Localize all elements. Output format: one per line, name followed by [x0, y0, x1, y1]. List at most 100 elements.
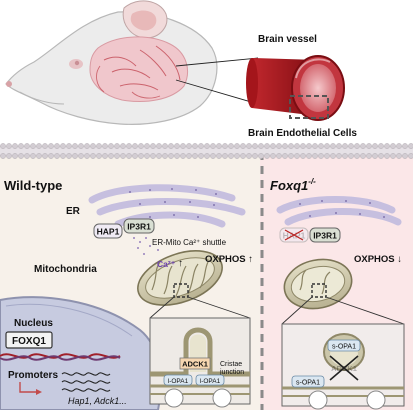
membrane-bead	[210, 143, 216, 149]
membrane-bead	[42, 153, 48, 159]
dna-strand-1	[0, 353, 121, 359]
membrane-bead	[240, 153, 246, 159]
membrane-bead	[186, 153, 192, 159]
calcium-ions-left	[133, 237, 159, 255]
ip3r1-box-left	[123, 218, 155, 234]
membrane-bead	[408, 153, 413, 159]
membrane-bead	[348, 153, 354, 159]
membrane-bead	[234, 143, 240, 149]
ip3r1-label-right: IP3R1	[313, 231, 337, 241]
nucleus-label: Nucleus	[14, 318, 53, 329]
membrane-bead	[396, 143, 402, 149]
lopa1-label-a: l-OPA1	[168, 378, 189, 385]
membrane-bead	[84, 143, 90, 149]
membrane-bead	[72, 153, 78, 159]
membrane-bead	[84, 153, 90, 159]
membrane-bead	[30, 153, 36, 159]
cristae-label-1: Cristae	[220, 361, 242, 368]
membrane-bead	[102, 143, 108, 149]
membrane-bead	[66, 153, 72, 159]
cristae-label-2: junction	[219, 369, 244, 376]
membrane-bead	[18, 153, 24, 159]
membrane-bead	[96, 153, 102, 159]
membrane-bead	[294, 143, 300, 149]
membrane-bead	[372, 143, 378, 149]
membrane-bead	[270, 153, 276, 159]
calcium-label: Ca²⁺	[157, 259, 176, 269]
membrane-bead	[366, 153, 372, 159]
mitochondria-label: Mitochondria	[34, 264, 97, 275]
membrane-bead	[78, 143, 84, 149]
membrane-bead	[132, 143, 138, 149]
membrane-bead	[222, 153, 228, 159]
membrane-bead	[276, 143, 282, 149]
adck1-label-right: ADCK1	[331, 364, 357, 373]
membrane-bead	[6, 153, 12, 159]
er-mito-shuttle-label: ER-Mito Ca²⁺ shuttle	[152, 238, 227, 247]
membrane-bead	[144, 153, 150, 159]
membrane-beads	[0, 143, 413, 159]
mito-zoom-box-right	[311, 283, 327, 298]
membrane-bead	[90, 143, 96, 149]
membrane-bead	[156, 143, 162, 149]
membrane-bead	[30, 143, 36, 149]
hap1-loss-cross	[284, 229, 304, 241]
membrane-bead	[252, 143, 258, 149]
membrane-bead	[324, 153, 330, 159]
brain-vessel-illustration	[246, 55, 345, 121]
membrane-bead	[276, 153, 282, 159]
membrane-bead	[348, 143, 354, 149]
sopa1-box-bottom	[291, 375, 325, 388]
er-label-left: ER	[66, 206, 81, 217]
membrane-bead	[132, 153, 138, 159]
membrane-bead	[312, 143, 318, 149]
membrane-bead	[336, 143, 342, 149]
membrane-bead	[72, 143, 78, 149]
membrane-bead	[120, 143, 126, 149]
mito-zoom-box-left	[173, 283, 189, 298]
membrane-bead	[390, 153, 396, 159]
lopa1-label-b: l-OPA1	[200, 378, 221, 385]
membrane-bead	[162, 153, 168, 159]
membrane-bead	[120, 153, 126, 159]
membrane-bead	[378, 153, 384, 159]
mouse-head-illustration	[5, 0, 259, 125]
membrane-bead	[330, 153, 336, 159]
lopa1-box-a	[163, 374, 193, 386]
wild-type-title: Wild-type	[4, 178, 62, 193]
membrane-bead	[168, 143, 174, 149]
membrane-bead	[342, 153, 348, 159]
er-right	[276, 196, 402, 226]
membrane-bead	[36, 153, 42, 159]
membrane-bead	[180, 153, 186, 159]
membrane-bead	[312, 153, 318, 159]
membrane-bead	[378, 143, 384, 149]
promoter-arrow	[19, 382, 40, 393]
membrane-bead	[300, 153, 306, 159]
membrane-bead	[360, 153, 366, 159]
membrane-bead	[282, 143, 288, 149]
membrane-bead	[0, 143, 6, 149]
membrane-bead	[0, 153, 6, 159]
membrane-bead	[42, 143, 48, 149]
membrane-bead	[354, 153, 360, 159]
membrane-bead	[294, 153, 300, 159]
membrane-bead	[126, 143, 132, 149]
membrane-bead	[144, 143, 150, 149]
membrane-bead	[168, 153, 174, 159]
membrane-bead	[288, 143, 294, 149]
membrane-bead	[324, 143, 330, 149]
mitochondrion-right	[283, 258, 353, 310]
membrane-bead	[228, 143, 234, 149]
adck1-label-left: ADCK1	[182, 360, 208, 369]
membrane-bead	[258, 153, 264, 159]
membrane-bead	[24, 143, 30, 149]
oxphos-up-label: OXPHOS ↑	[205, 254, 253, 265]
membrane-bead	[126, 153, 132, 159]
foxq1-knockout-title: Foxq1-/-	[270, 177, 316, 193]
oxphos-down-label: OXPHOS ↓	[354, 254, 402, 265]
membrane-bead	[78, 153, 84, 159]
membrane-bead	[282, 153, 288, 159]
ip3r1-box-right	[309, 227, 341, 243]
